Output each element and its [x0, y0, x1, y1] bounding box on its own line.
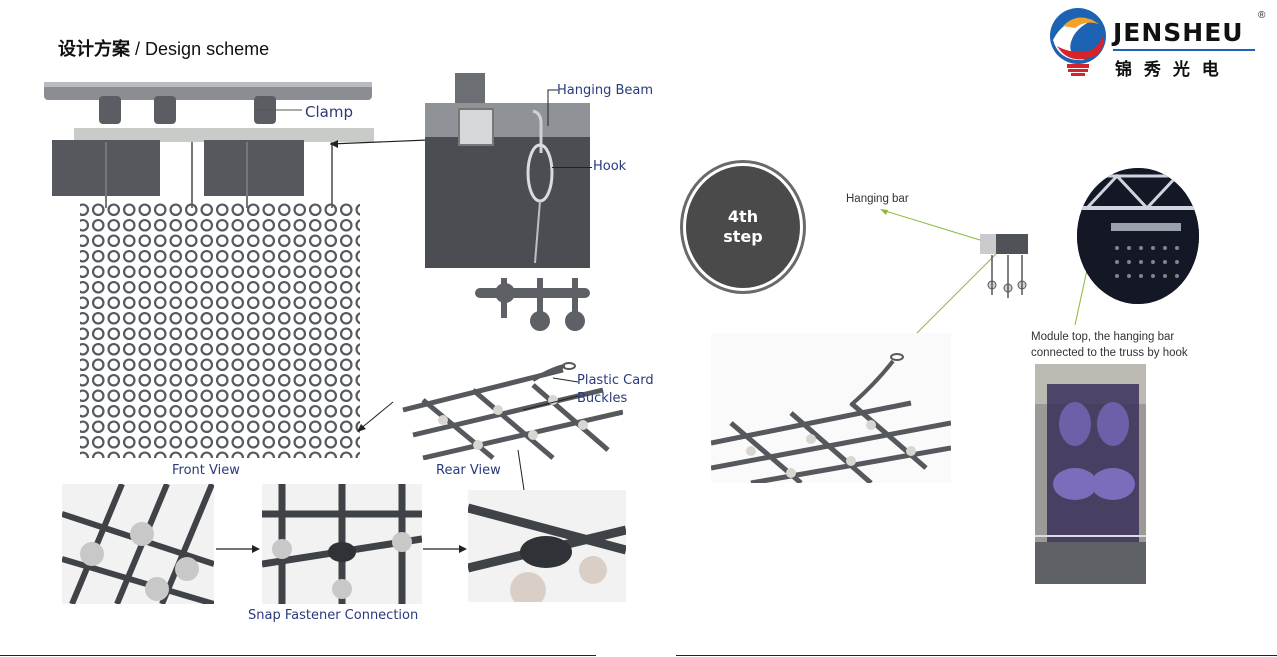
hanging-beam-leader: [547, 89, 558, 126]
mesh-module-detail: [711, 333, 951, 483]
title-cn: 设计方案: [58, 39, 130, 59]
step-circle-outer: 4th step: [680, 160, 806, 294]
front-view-label: Front View: [172, 463, 240, 478]
snap-arrow-2: [423, 545, 467, 553]
hook-label: Hook: [593, 159, 627, 174]
hanging-beam-label: Hanging Beam: [557, 83, 654, 98]
logo-underline: [1113, 49, 1255, 51]
rear-view-label: Rear View: [436, 463, 501, 478]
module-top-label-line1: Module top, the hanging bar: [1031, 331, 1175, 343]
bottom-divider-right: [676, 655, 1277, 656]
rear-view-leader-arrow: [357, 401, 394, 432]
module-top-label-line2: connected to the truss by hook: [1031, 347, 1188, 359]
page-title: 设计方案 / Design scheme: [58, 35, 269, 61]
registered-mark: ®: [1258, 10, 1266, 21]
clamp-label: Clamp: [305, 103, 353, 121]
step-circle: 4th step: [686, 166, 800, 288]
hanging-bar-label: Hanging bar: [846, 193, 909, 205]
step-word: step: [723, 227, 763, 246]
snap-detail-1: [62, 484, 214, 604]
step-number: 4th: [727, 207, 759, 226]
rear-to-snap-leader: [517, 449, 525, 491]
brand-name-en: JENSHEU: [1113, 18, 1244, 47]
plastic-card-label-line2: Buckles: [577, 391, 628, 406]
title-separator: /: [135, 39, 141, 59]
truss-photo: [1077, 168, 1199, 304]
rear-view-illustration: [402, 362, 623, 460]
leader-arrow-hook: [330, 139, 429, 148]
snap-fastener-label: Snap Fastener Connection: [248, 608, 419, 623]
plastic-card-label-line1: Plastic Card: [577, 373, 654, 388]
brand-logo: JENSHEU ® 锦 秀 光 电: [1045, 6, 1270, 82]
hanging-beam-detail: [425, 73, 590, 331]
snap-arrow-1: [216, 545, 260, 553]
building-photo: [1035, 364, 1146, 584]
bottom-divider-left: [0, 655, 596, 656]
hook-leader: [552, 167, 592, 168]
snap-detail-2: [262, 484, 422, 604]
title-en: Design scheme: [145, 39, 270, 59]
bulb-logo-icon: [1050, 8, 1106, 76]
brand-name-cn: 锦 秀 光 电: [1115, 60, 1222, 80]
snap-detail-3: [468, 490, 626, 602]
front-view-illustration: [44, 82, 374, 458]
